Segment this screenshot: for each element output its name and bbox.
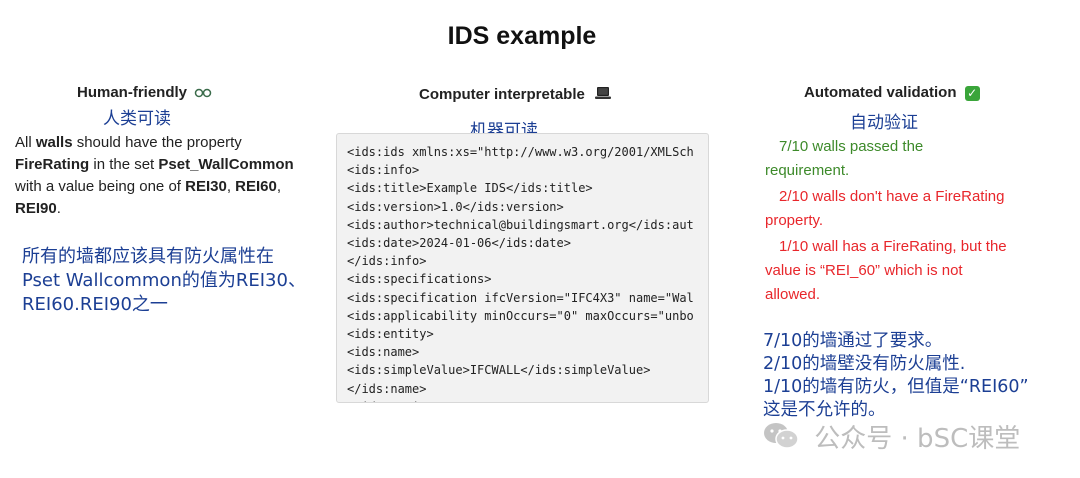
- computer-interpretable-heading-text: Computer interpretable: [419, 86, 585, 103]
- human-note-zh: 所有的墙都应该具有防火属性在 Pset Wallcommon的值为REI30、 …: [22, 245, 322, 317]
- page-title: IDS example: [447, 22, 597, 50]
- code-line: </ids:info>: [347, 254, 427, 269]
- code-line: <ids:version>1.0</ids:version>: [347, 199, 564, 214]
- code-line: <ids:author>technical@buildingsmart.org<…: [347, 217, 694, 232]
- human-note-zh-line: Pset Wallcommon的值为REI30、: [22, 270, 306, 291]
- firerating-term: FireRating: [15, 156, 90, 173]
- human-note-zh-line: 所有的墙都应该具有防火属性在: [22, 246, 274, 267]
- watermark-text: 公众号 · bSC课堂: [814, 424, 1021, 454]
- automated-validation-heading-zh: 自动验证: [850, 113, 918, 133]
- validation-result-line: value is “REI_60” which is not: [765, 262, 963, 279]
- human-readable-rule: All walls should have the property FireR…: [15, 134, 294, 217]
- human-friendly-heading-zh: 人类可读: [103, 109, 171, 129]
- laptop-icon: [595, 86, 612, 104]
- validation-note-zh-line: 2/10的墙壁没有防火属性.: [763, 354, 966, 374]
- validation-result-passed: 7/10 walls passed the requirement.: [765, 135, 1065, 183]
- validation-result-invalid: 1/10 wall has a FireRating, but the valu…: [765, 235, 1065, 307]
- code-line: <ids:specifications>: [347, 272, 492, 287]
- code-line: </ids:entity>: [337, 398, 708, 402]
- wechat-icon: [762, 421, 800, 458]
- rei30-term: REI30: [185, 178, 227, 195]
- glasses-icon: [194, 85, 212, 102]
- human-note-zh-line: REI60.REI90之一: [22, 294, 168, 315]
- validation-result-line: allowed.: [765, 286, 821, 303]
- code-line: </ids:name>: [347, 381, 427, 396]
- human-friendly-heading: Human-friendly: [77, 84, 212, 102]
- code-line: <ids:specification ifcVersion="IFC4X3" n…: [347, 290, 694, 305]
- code-line: <ids:applicability minOccurs="0" maxOccu…: [347, 308, 694, 323]
- ids-code-box[interactable]: <ids:ids xmlns:xs="http://www.w3.org/200…: [336, 133, 709, 403]
- validation-result-line: property.: [765, 212, 824, 229]
- automated-validation-heading-text: Automated validation: [804, 84, 957, 101]
- code-line: <ids:date>2024-01-06</ids:date>: [347, 236, 571, 251]
- ids-code-lines: <ids:ids xmlns:xs="http://www.w3.org/200…: [337, 134, 708, 402]
- validation-note-zh-line: 1/10的墙有防火，但值是“REI60”: [763, 377, 1029, 397]
- code-line: <ids:entity>: [347, 327, 434, 342]
- validation-note-zh-line: 这是不允许的。: [763, 400, 886, 420]
- validation-result-missing: 2/10 walls don't have a FireRating prope…: [765, 185, 1065, 233]
- human-friendly-heading-text: Human-friendly: [77, 84, 188, 101]
- rei60-term: REI60: [235, 178, 277, 195]
- code-line: <ids:name>: [347, 345, 420, 360]
- validation-result-line: requirement.: [765, 162, 850, 179]
- rei90-term: REI90: [15, 200, 57, 217]
- watermark: 公众号 · bSC课堂: [762, 418, 1020, 458]
- code-line: <ids:info>: [347, 163, 420, 178]
- walls-term: walls: [35, 134, 73, 151]
- validation-result-line: 7/10 walls passed the: [779, 138, 924, 155]
- validation-note-zh: 7/10的墙通过了要求。 2/10的墙壁没有防火属性. 1/10的墙有防火，但值…: [763, 330, 1073, 422]
- code-line: <ids:ids xmlns:xs="http://www.w3.org/200…: [347, 145, 694, 159]
- validation-note-zh-line: 7/10的墙通过了要求。: [763, 331, 943, 351]
- computer-interpretable-heading: Computer interpretable: [419, 86, 612, 104]
- code-line: <ids:simpleValue>IFCWALL</ids:simpleValu…: [347, 363, 651, 378]
- check-box-icon: ✓: [964, 85, 980, 101]
- code-line: <ids:title>Example IDS</ids:title>: [347, 181, 593, 196]
- validation-result-line: 2/10 walls don't have a FireRating: [779, 188, 1005, 205]
- automated-validation-heading: Automated validation ✓: [804, 84, 980, 101]
- validation-result-line: 1/10 wall has a FireRating, but the: [779, 238, 1007, 255]
- pset-term: Pset_WallCommon: [158, 156, 294, 173]
